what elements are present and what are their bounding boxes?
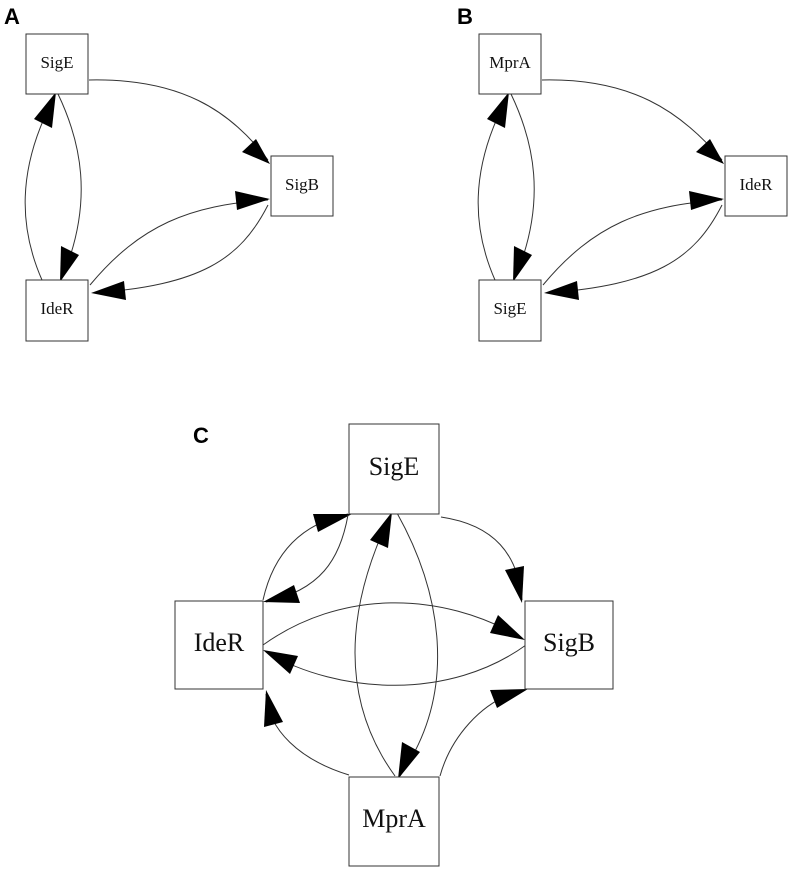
panel-a-node-sige-label: SigE <box>40 53 73 72</box>
panel-b-edges <box>477 79 724 300</box>
edge-mpra-to-sigb <box>439 689 525 777</box>
edge-ider-to-sigb <box>89 199 269 286</box>
arrowhead-ider-to-sige <box>313 514 352 532</box>
arrowhead-mpra-to-sigb <box>490 689 528 708</box>
panel-a-node-sigb-label: SigB <box>285 175 319 194</box>
edge-ider-to-sige <box>546 204 723 294</box>
edge-sige-to-sigb <box>88 79 269 161</box>
panel-b-node-ider-label: IdeR <box>739 175 773 194</box>
edge-sige-to-ider <box>57 93 82 279</box>
edge-sige-to-mpra <box>396 512 439 777</box>
panel-c-node-mpra: MprA <box>348 776 440 867</box>
arrowhead-sige-to-ider <box>60 246 79 282</box>
panel-b-letter: B <box>457 4 473 29</box>
panel-b-node-mpra: MprA <box>478 33 542 95</box>
panel-b-node-sige-label: SigE <box>493 299 526 318</box>
edge-sigb-to-ider <box>265 644 527 686</box>
arrowhead-sigb-to-ider <box>263 650 298 674</box>
panel-c-node-sige-label: SigE <box>369 452 420 481</box>
edge-mpra-to-ider <box>541 79 723 161</box>
panel-b-node-ider: IdeR <box>724 155 788 217</box>
edge-sige-to-ider <box>265 514 349 603</box>
arrowhead-sige-to-mpra <box>398 742 420 779</box>
arrowhead-ider-to-sige <box>544 281 579 300</box>
arrowhead-sigb-to-ider <box>91 281 126 300</box>
arrowhead-sige-to-sigb <box>242 139 270 164</box>
panel-b-node-mpra-label: MprA <box>489 53 531 72</box>
arrowhead-sige-to-sigb <box>505 566 524 603</box>
panel-a-edges <box>24 79 270 300</box>
panel-c: C <box>174 423 614 867</box>
arrowhead-mpra-to-ider <box>264 690 283 727</box>
arrowhead-mpra-to-sige <box>513 246 532 282</box>
edge-mpra-to-sige <box>510 93 535 279</box>
arrowhead-sige-to-mpra <box>487 92 509 128</box>
arrowhead-mpra-to-ider <box>696 139 724 164</box>
edge-sige-to-ider <box>542 199 723 286</box>
edge-mpra-to-sige <box>354 515 396 777</box>
panel-a-node-sige: SigE <box>25 33 89 95</box>
panel-c-letter: C <box>193 423 209 448</box>
arrowhead-sige-to-ider <box>689 191 724 210</box>
panel-c-node-ider-label: IdeR <box>194 628 245 657</box>
panel-a-node-ider: IdeR <box>25 279 89 342</box>
panel-b-node-sige: SigE <box>478 279 542 342</box>
arrowhead-mpra-to-sige <box>370 512 392 548</box>
panel-a: A SigE SigB IdeR <box>4 4 334 342</box>
arrowhead-ider-to-sigb <box>490 615 525 640</box>
arrowhead-ider-to-sige <box>34 92 56 128</box>
panel-a-node-sigb: SigB <box>270 155 334 217</box>
arrowhead-sige-to-ider <box>263 585 300 603</box>
panel-c-node-ider: IdeR <box>174 600 264 690</box>
edge-mpra-to-ider <box>265 693 350 776</box>
edge-sigb-to-ider <box>93 204 269 294</box>
panel-c-node-sigb: SigB <box>524 600 614 690</box>
panel-c-node-sige: SigE <box>348 423 440 515</box>
edge-ider-to-sigb <box>262 602 523 646</box>
panel-a-letter: A <box>4 4 20 29</box>
panel-b: B MprA IdeR SigE <box>457 4 788 342</box>
panel-c-node-mpra-label: MprA <box>362 804 426 833</box>
arrowhead-ider-to-sigb <box>235 191 270 210</box>
panel-c-node-sigb-label: SigB <box>543 628 595 657</box>
panel-c-edges <box>262 512 528 779</box>
panel-a-node-ider-label: IdeR <box>40 299 74 318</box>
edge-sige-to-sigb <box>440 516 523 601</box>
